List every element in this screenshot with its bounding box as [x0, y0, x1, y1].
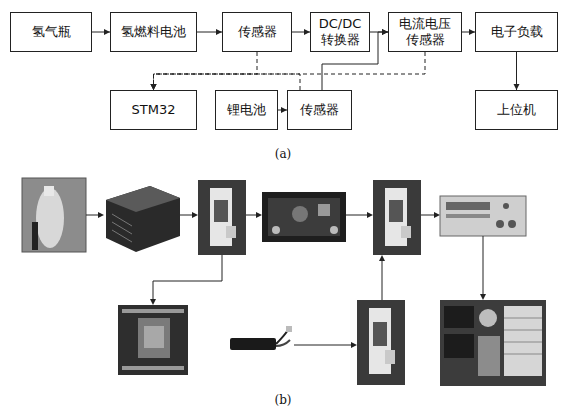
- power-connector: [292, 29, 310, 35]
- signal-connector: [151, 52, 258, 90]
- process-box: STM32: [110, 90, 197, 130]
- power-connector: [514, 52, 520, 90]
- hydrogen-bottle-photo: [22, 178, 86, 252]
- stm32-board-photo: [118, 305, 188, 375]
- box-label: DC/DC 转换器: [315, 16, 365, 49]
- process-box: 电子负载: [475, 12, 558, 52]
- box-label: 传感器: [238, 24, 277, 40]
- process-box: 上位机: [475, 90, 558, 130]
- process-box: 电流电压 传感器: [388, 12, 462, 52]
- process-box: 氢气瓶: [10, 12, 92, 52]
- box-label: 电流电压 传感器: [393, 16, 457, 49]
- box-label: STM32: [132, 102, 176, 118]
- signal-connector: [151, 74, 301, 90]
- fuel-cell-photo: [106, 186, 180, 252]
- box-label: 传感器: [300, 102, 339, 118]
- panel-label: (b): [263, 393, 303, 407]
- dcdc-board-photo: [262, 192, 346, 242]
- process-box: 传感器: [222, 12, 292, 52]
- process-box: DC/DC 转换器: [310, 12, 370, 52]
- panel-label: (a): [263, 147, 303, 161]
- connector-line: [154, 52, 426, 90]
- connector-line: [154, 52, 258, 90]
- host-software-screenshot: [440, 300, 546, 386]
- photo-arrowheads: [98, 212, 486, 348]
- process-box: 氢燃料电池: [110, 12, 197, 52]
- connector-line: [154, 74, 301, 90]
- sensor-photo: [373, 180, 421, 255]
- power-connector: [462, 29, 475, 35]
- sensor-photo: [357, 300, 405, 385]
- box-label: 锂电池: [227, 102, 266, 118]
- signal-connector: [151, 52, 426, 90]
- box-label: 氢燃料电池: [121, 24, 186, 40]
- photo-wires: [86, 215, 483, 345]
- box-label: 上位机: [497, 102, 536, 118]
- sensor-photo: [198, 180, 246, 255]
- process-box: 传感器: [287, 90, 352, 130]
- electronic-load-photo: [440, 196, 526, 236]
- power-connector: [92, 29, 110, 35]
- power-connector: [197, 29, 222, 35]
- lithium-battery-photo: [230, 326, 292, 350]
- box-label: 电子负载: [491, 24, 543, 40]
- process-box: 锂电池: [215, 90, 278, 130]
- power-connector: [278, 107, 287, 113]
- box-label: 氢气瓶: [32, 24, 71, 40]
